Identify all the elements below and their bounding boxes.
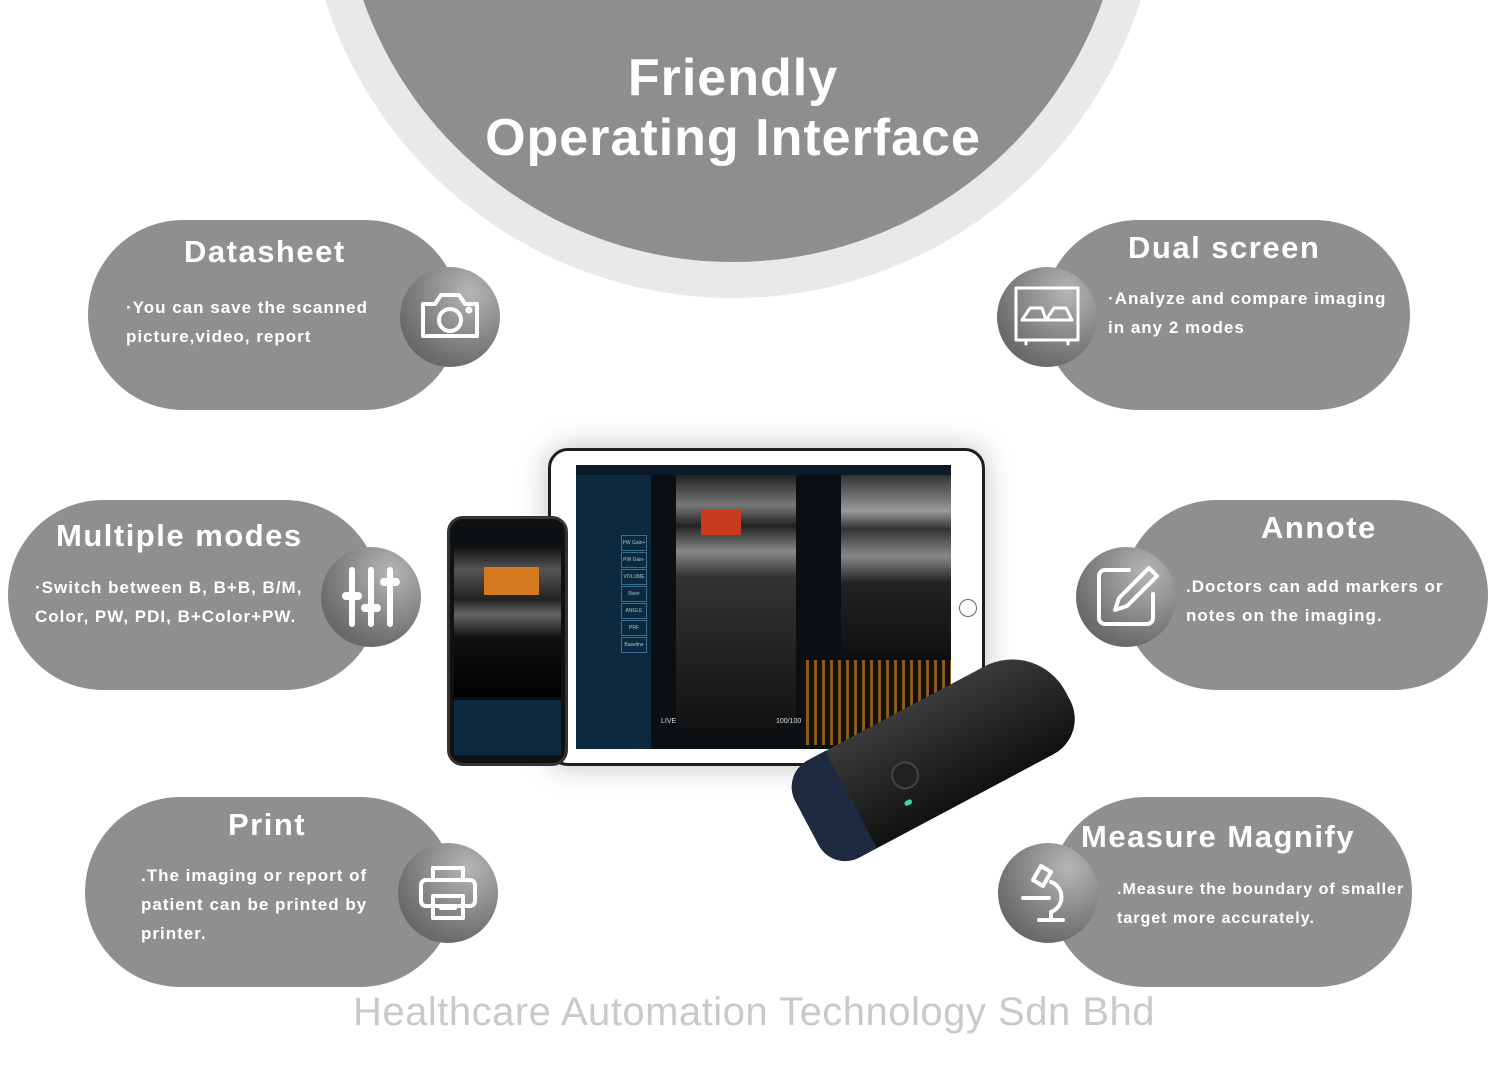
feature-dual-screen: Dual screen ·Analyze and compare imaging… [1043, 220, 1410, 410]
feature-text: .Doctors can add markers or notes on the… [1186, 577, 1444, 625]
feature-title: Dual screen [1128, 230, 1321, 265]
tablet-screen: PW Gain+ PW Gain- VOLUME Steer ANGLE PRF… [576, 465, 951, 749]
title-line-1: Friendly [627, 49, 839, 107]
company-name: Healthcare Automation Technology Sdn Bhd [352, 990, 1155, 1034]
ultrasound-image-2 [841, 475, 951, 655]
sliders-icon [321, 547, 421, 647]
title-line-2: Operating Interface [485, 109, 981, 167]
feature-title: Annote [1261, 510, 1377, 545]
pw-gain-plus-button: PW Gain+ [621, 535, 647, 551]
phone-device [447, 516, 568, 766]
printer-icon [398, 843, 498, 943]
steer-button: Steer [621, 586, 647, 602]
feature-text: ·Analyze and compare imaging in any 2 mo… [1108, 289, 1387, 337]
prf-button: PRF [621, 620, 647, 636]
home-button [959, 599, 977, 617]
feature-title: Datasheet [184, 234, 346, 269]
volume-button: VOLUME [621, 569, 647, 585]
feature-measure-magnify: Measure Magnify .Measure the boundary of… [1050, 797, 1412, 987]
live-label: LIVE [661, 718, 677, 725]
feature-title: Print [228, 807, 307, 842]
phone-screen [454, 527, 561, 755]
probe-tip [781, 751, 877, 872]
feature-text: .The imaging or report of patient can be… [141, 866, 368, 943]
control-panel [454, 700, 561, 755]
probe-button [886, 756, 925, 795]
status-bar [576, 465, 951, 475]
feature-title: Measure Magnify [1081, 819, 1356, 854]
feature-print: Print .The imaging or report of patient … [85, 797, 455, 987]
color-flow-box [484, 567, 539, 595]
feature-annote: Annote .Doctors can add markers or notes… [1122, 500, 1488, 690]
feature-multiple-modes: Multiple modes ·Switch between B, B+B, B… [8, 500, 380, 690]
angle-button: ANGLE [621, 603, 647, 619]
feature-text: ·Switch between B, B+B, B/M, Color, PW, … [35, 578, 303, 626]
dual-screen-icon [997, 267, 1097, 367]
feature-title: Multiple modes [56, 518, 303, 553]
pw-gain-minus-button: PW Gain- [621, 552, 647, 568]
feature-datasheet: Datasheet ·You can save the scanned pict… [88, 220, 460, 410]
color-flow-box [701, 510, 741, 535]
baseline-button: Baseline [621, 637, 647, 653]
feature-text: .Measure the boundary of smaller target … [1117, 881, 1405, 927]
camera-icon [400, 267, 500, 367]
edit-icon [1076, 547, 1176, 647]
microscope-icon [998, 843, 1098, 943]
control-panel: PW Gain+ PW Gain- VOLUME Steer ANGLE PRF… [576, 475, 651, 749]
feature-text: ·You can save the scanned picture,video,… [126, 298, 368, 346]
frame-counter: 100/100 [776, 718, 802, 725]
probe-led [903, 798, 913, 807]
page-title: Friendly Operating Interface [341, 48, 1125, 168]
